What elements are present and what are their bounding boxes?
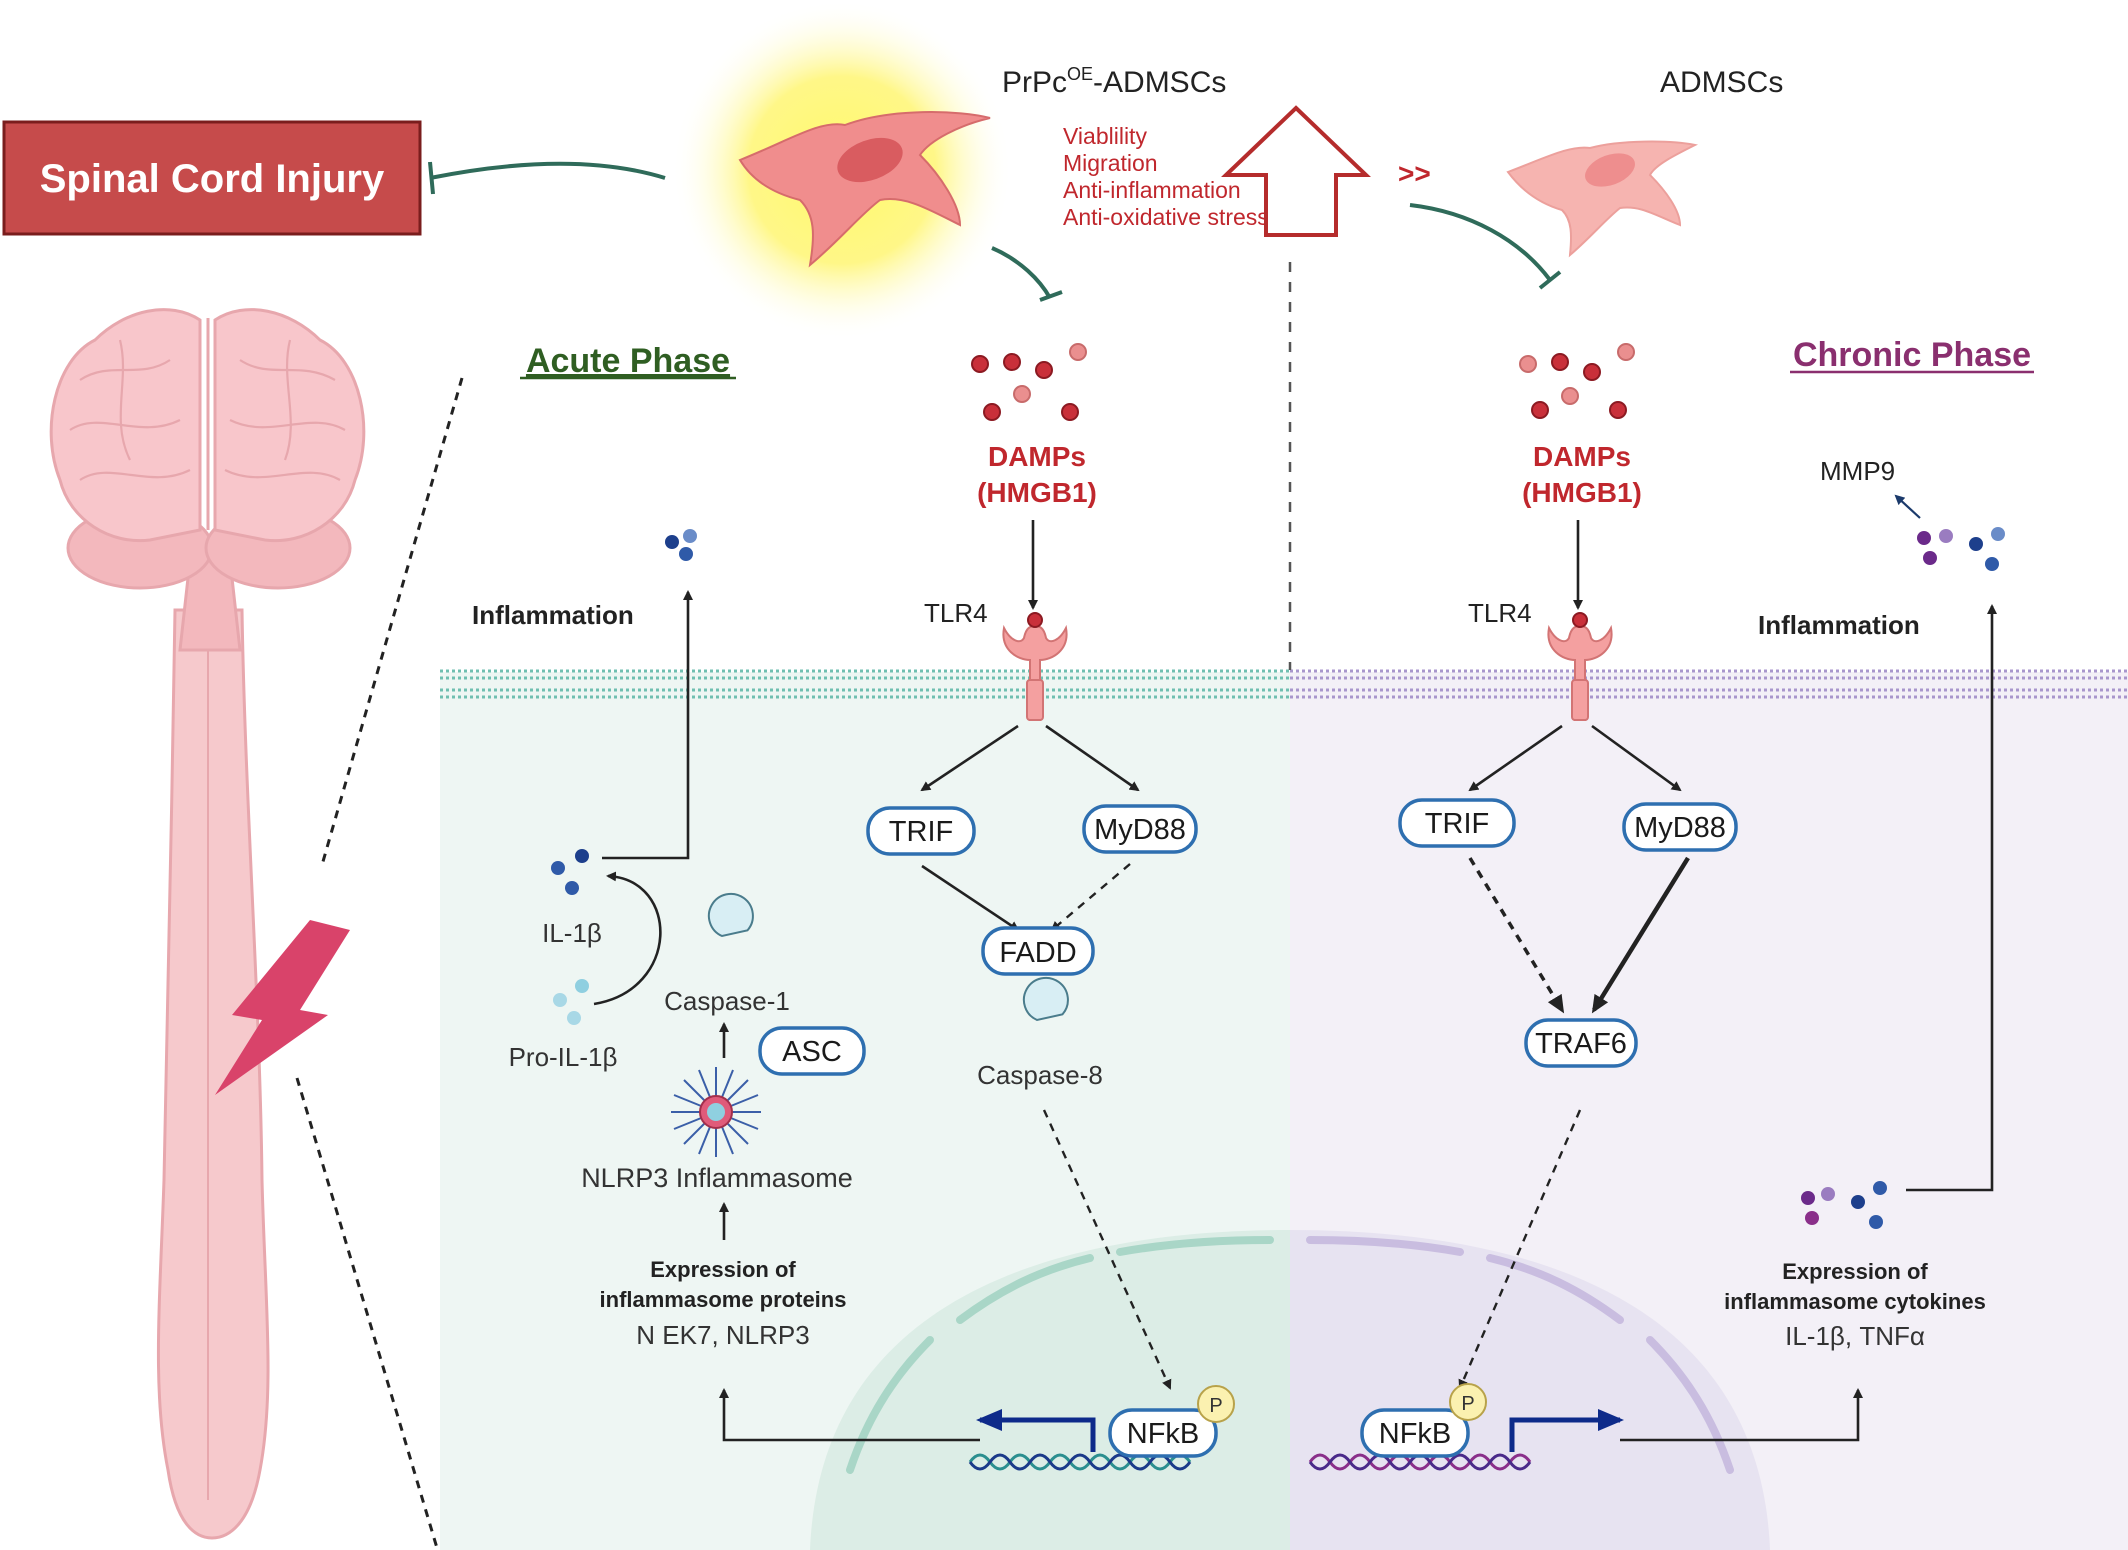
- mmp9-label: MMP9: [1820, 456, 1895, 486]
- spinal-cord-injury-label: Spinal Cord Injury: [40, 157, 385, 201]
- il1b-particles: [551, 849, 589, 895]
- traf6-label: TRAF6: [1535, 1028, 1627, 1060]
- transcription-arrow-left: [976, 1409, 1096, 1452]
- asc-node: [758, 1026, 866, 1076]
- nfkb-node-right: [1360, 1408, 1470, 1458]
- chronic-phase-title: Chronic Phase: [1793, 336, 2031, 374]
- myd88-node-right: [1622, 802, 1738, 852]
- membrane-left: [440, 669, 1290, 699]
- nfkb-label-right: NFkB: [1379, 1418, 1452, 1450]
- myd88-node-left: [1082, 804, 1198, 854]
- released-cytokine-particles: [1917, 527, 2005, 571]
- pro-il1b-to-il1b-arrow: [593, 871, 662, 1006]
- traf6-node: [1524, 1018, 1638, 1068]
- effect-migration: Migration: [1063, 150, 1158, 176]
- damps-particles-right: [1519, 343, 1635, 419]
- comparison-symbol: >>: [1398, 158, 1431, 189]
- trif-label-left: TRIF: [889, 816, 953, 848]
- expression-right-line3: IL-1β, TNFα: [1785, 1321, 1925, 1351]
- phospho-badge-right: [1449, 1383, 1487, 1421]
- damps-label-left: DAMPs: [988, 441, 1086, 472]
- phospho-badge-left: [1197, 1385, 1235, 1423]
- nucleus-left: [810, 1230, 1290, 1550]
- spinal-cord-injury-box: [2, 120, 422, 236]
- caspase8-label: Caspase-8: [977, 1060, 1103, 1090]
- lightning-icon: [215, 920, 350, 1095]
- effect-viability: Viablility: [1063, 123, 1147, 149]
- cytokine-particles: [1801, 1181, 1887, 1229]
- damps-label-right: DAMPs: [1533, 441, 1631, 472]
- nfkb-label-left: NFkB: [1127, 1418, 1200, 1450]
- zoom-line-bottom: [295, 1077, 439, 1549]
- inhibit-damps-right: [1409, 203, 1552, 282]
- hmgb1-label-left: (HMGB1): [977, 477, 1097, 508]
- trif-label-right: TRIF: [1425, 808, 1489, 840]
- asc-label: ASC: [782, 1036, 842, 1068]
- inflammation-label-left: Inflammation: [472, 600, 634, 630]
- transcription-arrow-right: [1509, 1409, 1624, 1452]
- pro-il1b-particles: [553, 979, 589, 1025]
- prpc-admsc-nucleus: [837, 137, 903, 183]
- transcription-to-expression-left-arrow: [719, 1388, 980, 1442]
- upregulation-arrow-icon: [1221, 105, 1371, 237]
- effect-anti-oxidative: Anti-oxidative stress: [1063, 204, 1269, 230]
- hmgb1-label-right: (HMGB1): [1522, 477, 1642, 508]
- expression-right-line2: inflammasome cytokines: [1724, 1289, 1986, 1314]
- dna-left-icon: [968, 1453, 1192, 1471]
- nucleus-right: [1290, 1230, 1770, 1550]
- il1b-released-particles: [665, 529, 697, 561]
- damps-particles-left: [971, 343, 1087, 421]
- tlr4-receptor-right-icon: [1547, 612, 1613, 721]
- effect-anti-inflammation: Anti-inflammation: [1063, 177, 1241, 203]
- admscs-label: ADMSCs: [1660, 66, 1783, 99]
- expression-right-line1: Expression of: [1782, 1259, 1928, 1284]
- tlr4-label-left: TLR4: [924, 598, 988, 628]
- admsc-cell-icon: [1506, 140, 1699, 258]
- fadd-label: FADD: [999, 937, 1076, 969]
- inhibit-sci-line: [429, 161, 666, 180]
- brain-spinal-cord-illustration: [49, 308, 366, 1540]
- myd88-label-right: MyD88: [1634, 812, 1726, 844]
- prpc-admscs-label: PrPcOE-ADMSCs: [1002, 64, 1226, 99]
- transcription-to-expression-right-arrow: [1620, 1388, 1863, 1442]
- prpc-admsc-cell-icon: [738, 111, 991, 268]
- pro-il1b-label: Pro-IL-1β: [509, 1042, 618, 1072]
- acute-phase-title: Acute Phase: [526, 342, 730, 380]
- expression-left-line3: N EK7, NLRP3: [636, 1320, 809, 1350]
- caspase1-label: Caspase-1: [664, 986, 790, 1016]
- admsc-nucleus: [1585, 153, 1635, 187]
- caspase1-icon: [707, 892, 754, 938]
- membrane-right: [1290, 669, 2128, 699]
- trif-node-left: [866, 806, 976, 856]
- inhibit-damps-left: [991, 246, 1052, 299]
- inflammation-label-right: Inflammation: [1758, 610, 1920, 640]
- phospho-label-left: P: [1209, 1395, 1222, 1417]
- trif-node-right: [1398, 798, 1516, 848]
- il1b-to-inflammation-arrow: [602, 590, 693, 860]
- tlr4-receptor-left-icon: [1002, 612, 1068, 721]
- zoom-line-top: [320, 377, 464, 866]
- expression-left-line1: Expression of: [650, 1257, 796, 1282]
- caspase8-icon: [1022, 976, 1069, 1022]
- tlr4-label-right: TLR4: [1468, 598, 1532, 628]
- nlrp3-label: NLRP3 Inflammasome: [581, 1163, 853, 1193]
- expression-left-line2: inflammasome proteins: [600, 1287, 847, 1312]
- cytokines-to-inflammation-arrow: [1906, 604, 1997, 1192]
- myd88-label-left: MyD88: [1094, 814, 1186, 846]
- phospho-label-right: P: [1461, 1393, 1474, 1415]
- il1b-label: IL-1β: [542, 918, 602, 948]
- nfkb-node-left: [1108, 1408, 1218, 1458]
- nlrp3-inflammasome-icon: [671, 1067, 761, 1157]
- fadd-node: [981, 926, 1095, 976]
